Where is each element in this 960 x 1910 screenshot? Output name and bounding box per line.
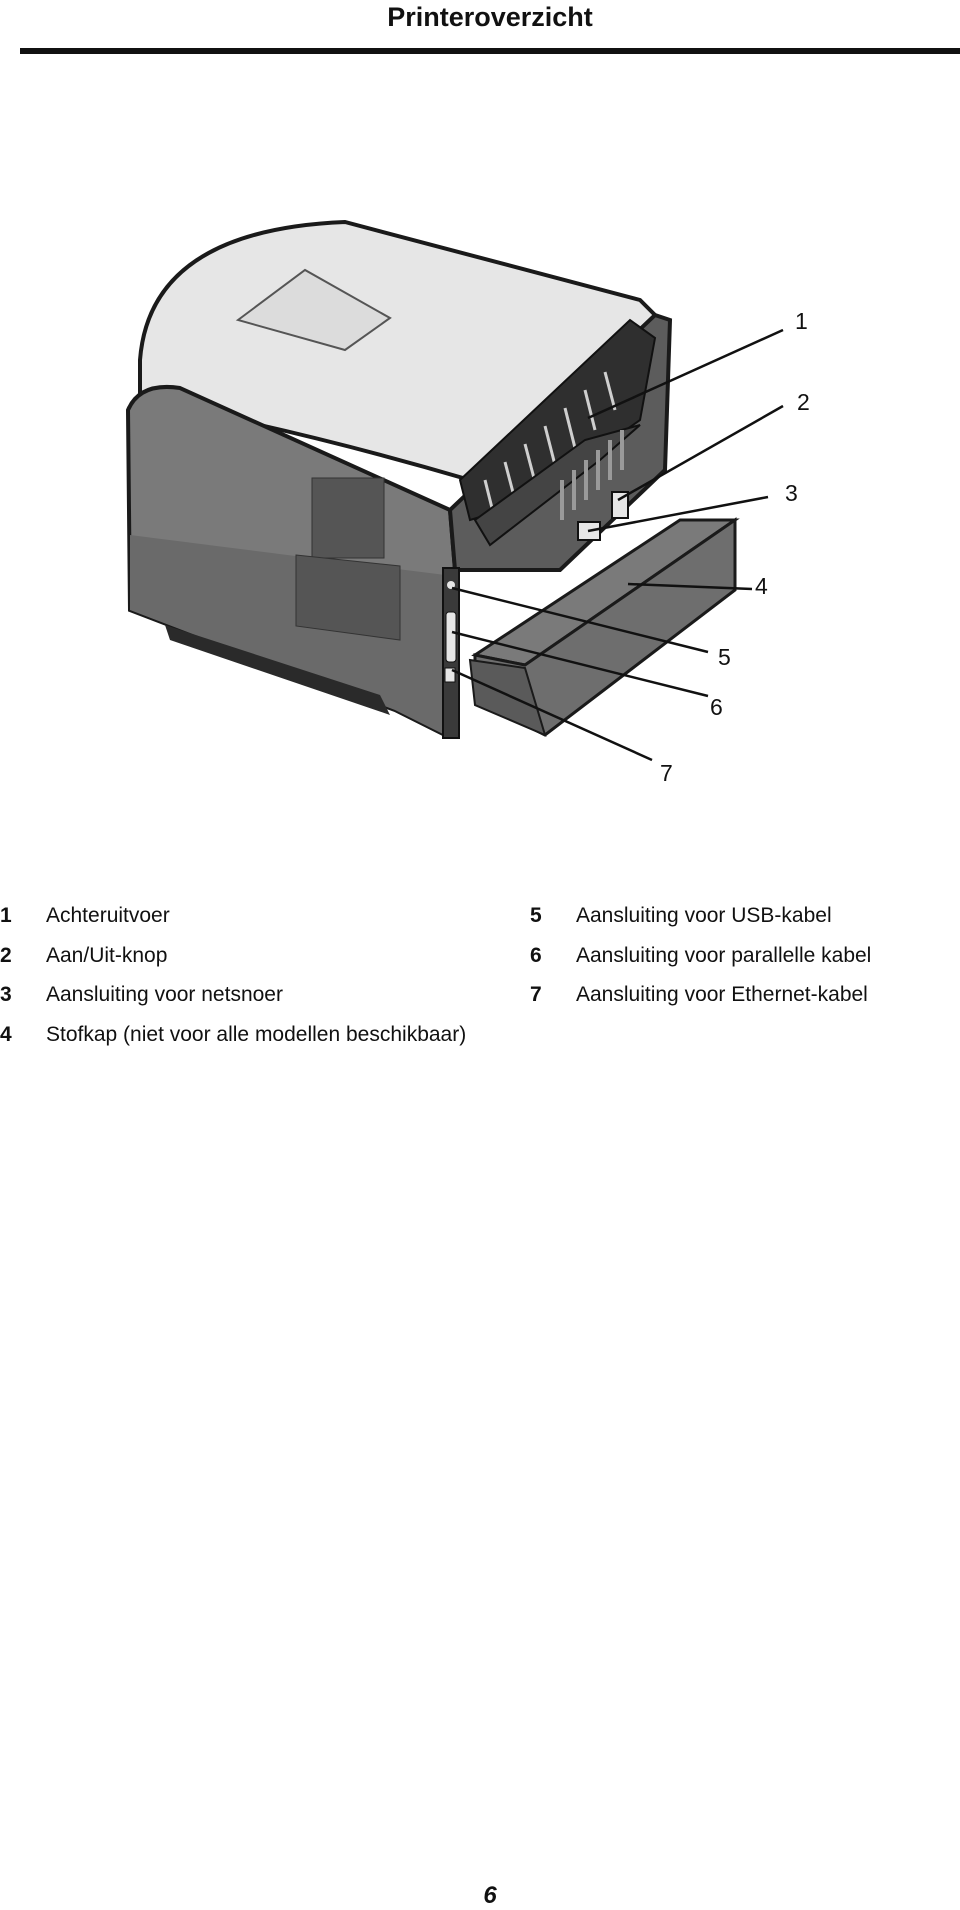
legend-label: Achteruitvoer (46, 904, 170, 927)
legend-number: 2 (0, 944, 12, 967)
legend-label: Aan/Uit-knop (46, 944, 168, 967)
legend-item-7: 7 Aansluiting voor Ethernet-kabel (530, 982, 868, 1008)
callout-leaders (451, 328, 784, 762)
callout-2: 2 (797, 389, 810, 415)
legend-item-1: 1 Achteruitvoer (0, 903, 170, 929)
legend-number: 7 (530, 983, 542, 1006)
printer-top-tray (235, 268, 392, 352)
legend-number: 6 (530, 944, 542, 967)
page-title: Printeroverzicht (387, 2, 593, 32)
legend-item-2: 2 Aan/Uit-knop (0, 943, 167, 969)
printer-foot (165, 625, 390, 715)
rear-exit-tray (458, 318, 657, 522)
callout-5: 5 (718, 644, 731, 670)
parallel-port (445, 611, 457, 663)
callout-3: 3 (785, 480, 798, 506)
callout-6: 6 (710, 694, 723, 720)
legend-label: Aansluiting voor parallelle kabel (576, 944, 872, 967)
callout-1: 1 (795, 308, 808, 334)
legend-number: 3 (0, 983, 12, 1006)
callout-7: 7 (660, 760, 673, 786)
printer-rear-illustration: 1 2 3 4 5 6 7 (125, 219, 810, 786)
legend-item-4: 4 Stofkap (niet voor alle modellen beschi… (0, 1022, 466, 1048)
title-rule (20, 48, 960, 54)
legend-item-5: 5 Aansluiting voor USB-kabel (530, 903, 832, 929)
legend-number: 4 (0, 1023, 12, 1046)
power-switch (611, 491, 629, 519)
legend-label: Aansluiting voor netsnoer (46, 983, 283, 1006)
legend-number: 5 (530, 904, 542, 927)
legend-label: Aansluiting voor Ethernet-kabel (576, 983, 868, 1006)
page-number: 6 (483, 1882, 497, 1909)
side-panel-recess-upper (311, 477, 385, 559)
legend-label: Aansluiting voor USB-kabel (576, 904, 832, 927)
dust-cover-side (468, 658, 547, 737)
callout-4: 4 (755, 573, 768, 599)
side-panel-recess-lower (295, 554, 401, 641)
ethernet-port (444, 667, 456, 683)
rear-vents (560, 430, 624, 520)
legend-item-3: 3 Aansluiting voor netsnoer (0, 982, 283, 1008)
legend-label: Stofkap (niet voor alle modellen beschik… (46, 1023, 467, 1046)
legend-item-6: 6 Aansluiting voor parallelle kabel (530, 943, 871, 969)
legend-number: 1 (0, 904, 12, 927)
